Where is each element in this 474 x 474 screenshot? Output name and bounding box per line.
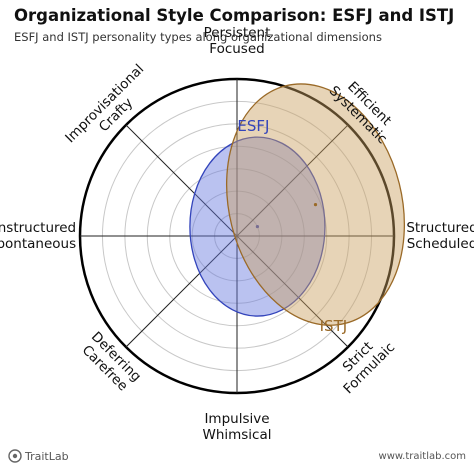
axis-line [236,124,349,237]
axis-lines [80,79,394,393]
footer-brand: TraitLab [8,449,69,463]
series-areas [189,83,406,326]
footer-brand-text: TraitLab [25,449,69,463]
series-label-esfj: ESFJ [237,117,269,135]
page-subtitle: ESFJ and ISTJ personality types along or… [14,30,382,44]
series-label-istj: ISTJ [320,317,348,335]
axis-line [125,124,238,237]
axis-label-line: Spontaneous [0,236,76,252]
axis-label-line: Scheduled [407,236,474,252]
svg-text:UnstructuredSpontaneous: UnstructuredSpontaneous [0,220,76,252]
axis-label-line: Persistent [204,25,271,41]
axis-line [236,235,349,348]
axis-label-line: Impulsive [204,411,269,427]
axis-label-line: Focused [209,41,264,57]
traitlab-logo-icon [8,449,22,463]
axis-label-line: Unstructured [0,220,76,236]
axis-label-unstructured: UnstructuredSpontaneous [0,220,76,252]
page-title: Organizational Style Comparison: ESFJ an… [14,6,455,25]
footer-url[interactable]: www.traitlab.com [378,451,466,462]
axis-label-line: Whimsical [202,427,271,443]
axis-line [125,235,238,348]
series-center-istj [313,203,318,207]
series-labels: ESFJ ISTJ [237,117,347,335]
series-center-esfj [255,224,260,229]
axis-label-line: Structured [406,220,474,236]
